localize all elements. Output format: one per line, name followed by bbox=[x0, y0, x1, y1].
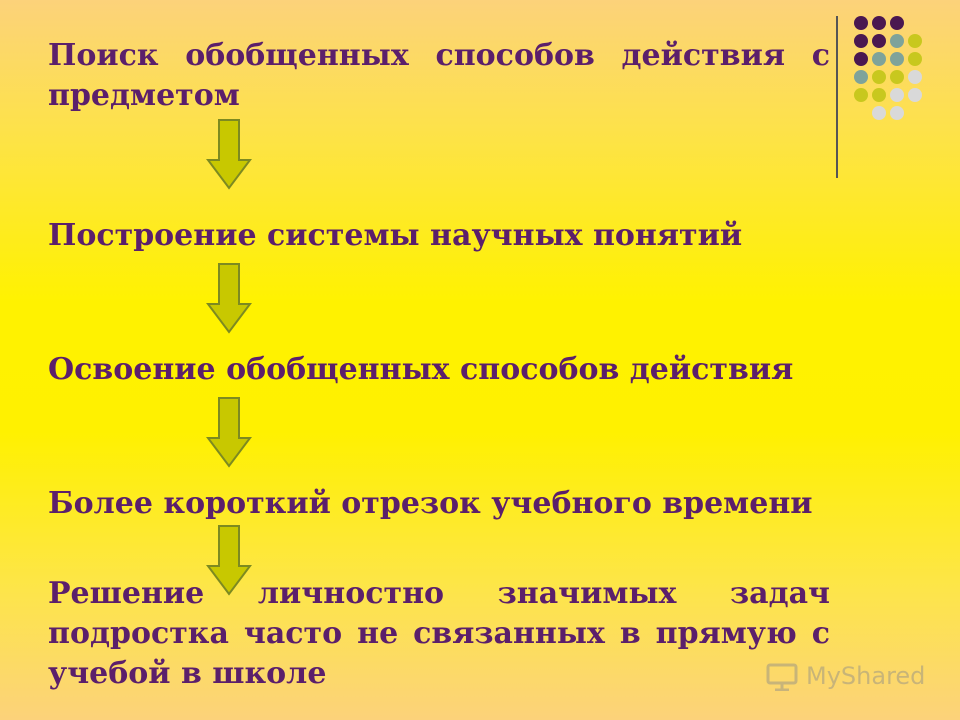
decorative-dot bbox=[854, 34, 868, 48]
decorative-dot bbox=[908, 88, 922, 102]
decorative-dot bbox=[908, 52, 922, 66]
watermark: MyShared bbox=[766, 656, 936, 696]
down-arrow-icon bbox=[206, 397, 252, 468]
decorative-divider bbox=[836, 16, 838, 178]
decorative-dot bbox=[854, 16, 868, 30]
decorative-dot bbox=[908, 70, 922, 84]
decorative-dot bbox=[890, 16, 904, 30]
decorative-dot bbox=[872, 70, 886, 84]
decorative-dot bbox=[872, 88, 886, 102]
decorative-dot bbox=[872, 106, 886, 120]
decorative-dot bbox=[890, 52, 904, 66]
step-3-text: Освоение обобщенных способов действия bbox=[48, 352, 794, 387]
decorative-dot bbox=[854, 52, 868, 66]
down-arrow-icon bbox=[206, 119, 252, 190]
down-arrow-icon bbox=[206, 263, 252, 334]
decorative-dot bbox=[872, 52, 886, 66]
decorative-dot bbox=[854, 88, 868, 102]
decorative-dot bbox=[872, 16, 886, 30]
decorative-dot bbox=[890, 70, 904, 84]
decorative-dot bbox=[890, 106, 904, 120]
step-4-text: Более короткий отрезок учебного времени bbox=[48, 486, 813, 521]
decorative-dot bbox=[908, 34, 922, 48]
down-arrow-icon bbox=[206, 525, 252, 596]
decorative-dot bbox=[890, 34, 904, 48]
decorative-dot bbox=[890, 88, 904, 102]
decorative-dot bbox=[872, 34, 886, 48]
watermark-text: MyShared bbox=[806, 662, 926, 690]
step-1-text: Поиск обобщенных способов действия с пре… bbox=[48, 38, 830, 113]
decorative-dot bbox=[854, 70, 868, 84]
presentation-icon bbox=[766, 663, 798, 691]
step-5-text: Решение личностно значимых задач подрост… bbox=[48, 576, 830, 691]
step-2-text: Построение системы научных понятий bbox=[48, 218, 743, 253]
